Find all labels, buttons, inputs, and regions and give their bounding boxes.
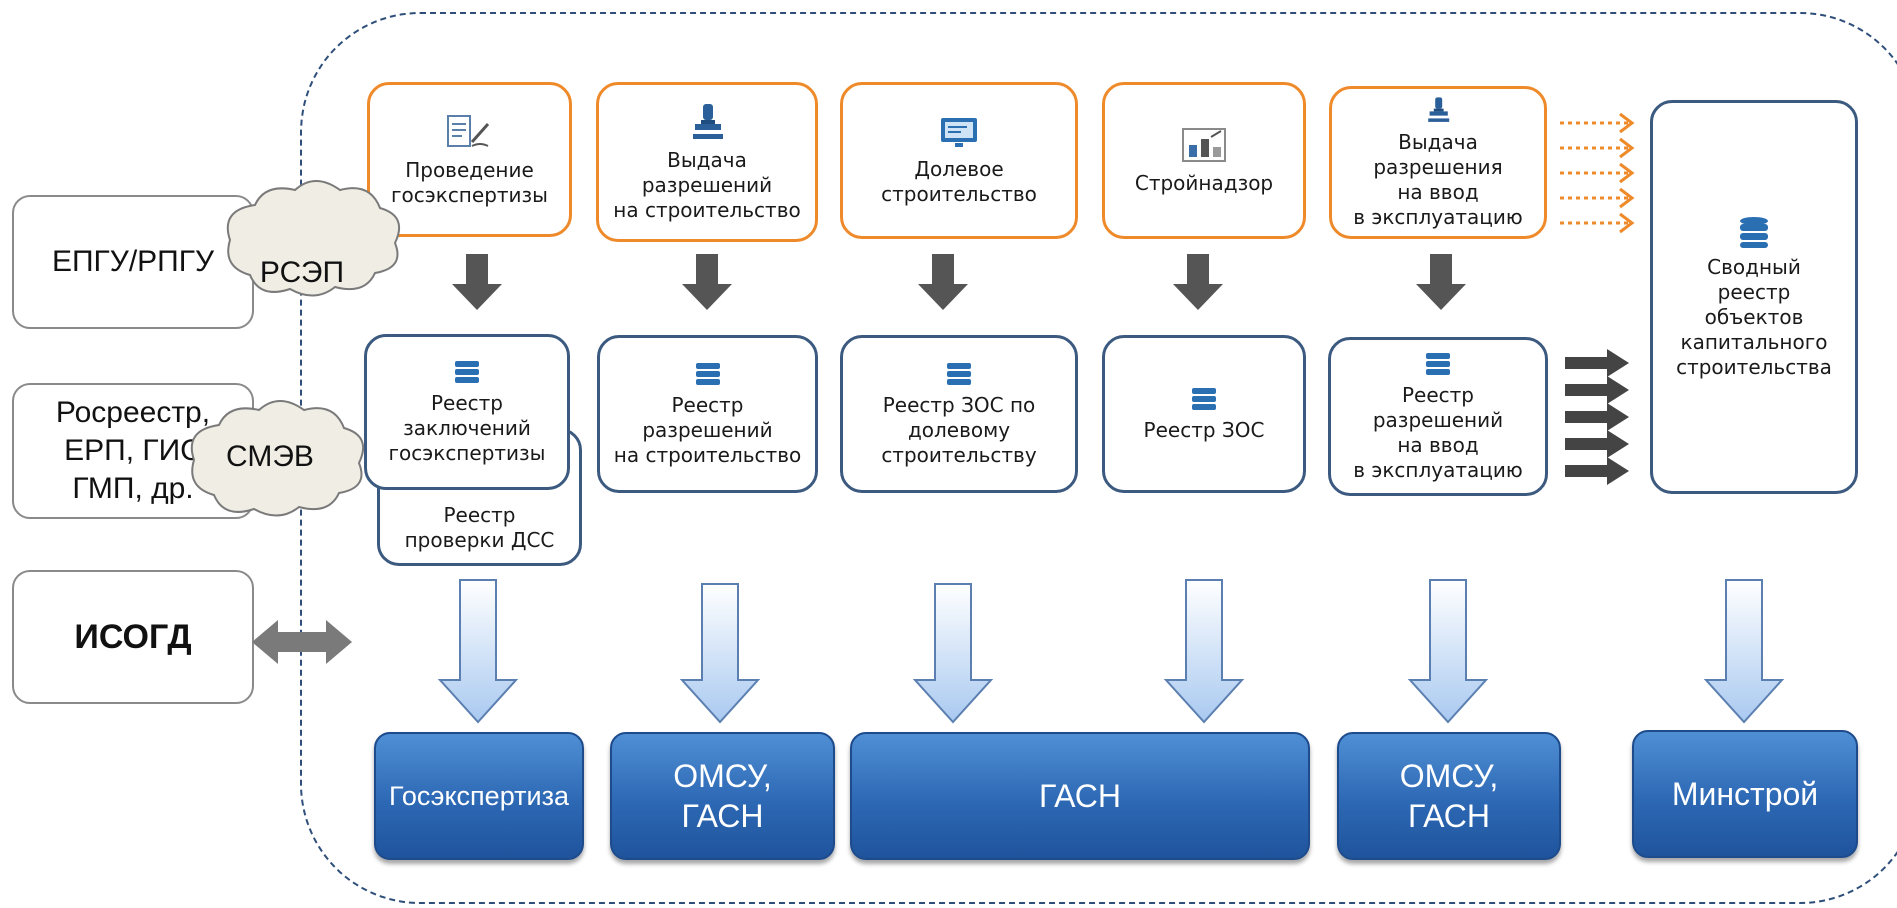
cloud-shape-smev <box>190 400 364 517</box>
stamp-icon <box>693 103 723 139</box>
org-box: ОМСУ, ГАСН <box>1337 732 1561 860</box>
right-arrow <box>1565 349 1629 377</box>
service-box: Выдача разрешения на ввод в эксплуатацию <box>1329 86 1547 239</box>
registry-label: Реестр заключений госэкспертизы <box>388 390 546 465</box>
org-label: Госэкспертиза <box>389 781 569 811</box>
service-box: Проведение госэкспертизы <box>367 82 572 237</box>
orange-dotted-arrow <box>1560 162 1635 184</box>
org-label: Минстрой <box>1671 776 1819 812</box>
orange-dotted-arrow <box>1560 187 1635 209</box>
org-box: ГАСН <box>850 732 1310 860</box>
document-signing-icon <box>446 114 489 147</box>
database-icon <box>947 362 971 385</box>
database-icon <box>1192 387 1216 410</box>
registry-box: Реестр заключений госэкспертизы <box>364 334 570 490</box>
extra-registry-label: Реестр проверки ДСС <box>404 503 555 552</box>
registry-label: Реестр ЗОС по долевому строительству <box>881 392 1037 467</box>
org-label: ГАСН <box>1038 778 1122 814</box>
external-isogd: ИСОГД <box>12 570 254 704</box>
flow-down-arrow <box>912 583 994 724</box>
service-box: Выдача разрешений на строительство <box>596 82 818 242</box>
external-epgu-label: ЕПГУ/РПГУ <box>51 245 215 278</box>
registry-box: Реестр разрешений на строительство <box>597 335 818 493</box>
down-arrow <box>1416 254 1466 310</box>
database-icon <box>695 362 720 385</box>
org-label: ОМСУ, ГАСН <box>1399 758 1499 834</box>
right-arrow <box>1565 376 1629 404</box>
database-icon <box>1740 216 1768 248</box>
service-box: Долевое строительство <box>840 82 1078 239</box>
orange-dotted-arrow <box>1560 212 1635 234</box>
monitor-icon <box>941 117 977 147</box>
cloud-rsep-label: РСЭП <box>259 256 345 289</box>
org-box: ОМСУ, ГАСН <box>610 732 835 860</box>
service-label: Выдача разрешения на ввод в эксплуатацию <box>1353 129 1523 229</box>
registry-box: Реестр ЗОС <box>1102 335 1306 493</box>
registry-label: Реестр разрешений на строительство <box>613 392 802 467</box>
summary-registry-box: Сводный реестр объектов капитального стр… <box>1650 100 1858 494</box>
bidirectional-arrow <box>252 620 352 664</box>
flow-down-arrow <box>437 579 519 724</box>
down-arrow <box>452 254 502 310</box>
database-icon <box>455 360 479 383</box>
database-icon <box>1426 352 1450 375</box>
down-arrow <box>682 254 732 310</box>
external-epgu: ЕПГУ/РПГУ <box>12 195 254 329</box>
org-box: Минстрой <box>1632 730 1858 858</box>
right-arrow <box>1565 430 1629 458</box>
org-box: Госэкспертиза <box>374 732 584 860</box>
down-arrow <box>918 254 968 310</box>
registry-label: Реестр ЗОС <box>1143 417 1265 442</box>
external-isogd-label: ИСОГД <box>74 618 192 656</box>
flow-down-arrow <box>1407 579 1489 724</box>
service-label: Стройнадзор <box>1134 171 1274 195</box>
registry-box: Реестр разрешений на ввод в эксплуатацию <box>1328 337 1548 496</box>
registry-box: Реестр ЗОС по долевому строительству <box>840 335 1078 493</box>
service-label: Выдача разрешений на строительство <box>613 147 801 222</box>
registry-label: Реестр разрешений на ввод в эксплуатацию <box>1353 382 1523 482</box>
service-label: Проведение госэкспертизы <box>391 157 548 207</box>
summary-registry-label: Сводный реестр объектов капитального стр… <box>1676 254 1832 379</box>
stamp-icon <box>1428 96 1450 122</box>
construction-picture-icon <box>1182 128 1226 162</box>
orange-dotted-arrow <box>1560 137 1635 159</box>
right-arrow <box>1565 457 1629 485</box>
org-label: ОМСУ, ГАСН <box>673 758 772 834</box>
service-box: Стройнадзор <box>1102 82 1306 239</box>
down-arrow <box>1173 254 1223 310</box>
orange-dotted-arrow <box>1560 112 1635 134</box>
cloud-shape-rsep <box>226 180 400 297</box>
flow-down-arrow <box>679 583 761 724</box>
right-arrow <box>1565 403 1629 431</box>
flow-down-arrow <box>1163 579 1245 724</box>
flow-down-arrow <box>1703 579 1785 724</box>
service-label: Долевое строительство <box>881 156 1037 206</box>
external-rosreestr-label: Росреестр, ЕРП, ГИС ГМП, др. <box>55 396 211 505</box>
cloud-smev-label: СМЭВ <box>226 440 314 473</box>
